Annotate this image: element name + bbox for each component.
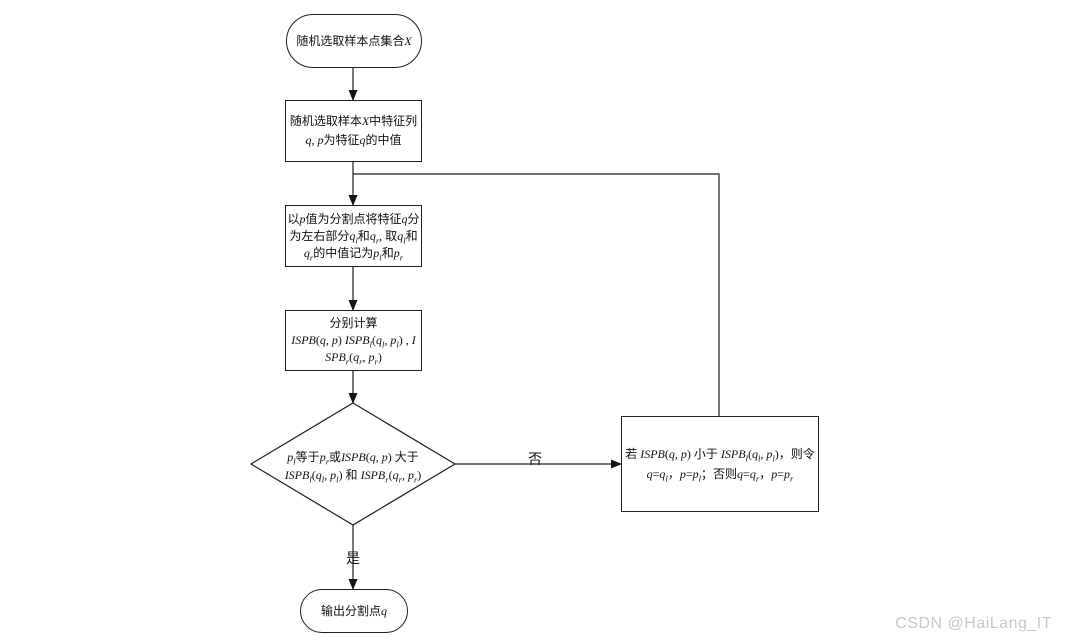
output-terminator-node: 输出分割点q — [300, 589, 408, 633]
start-terminator-node: 随机选取样本点集合X — [286, 14, 422, 68]
connector-update-feedback — [353, 173, 720, 416]
csdn-watermark: CSDN @HaiLang_IT — [895, 615, 1052, 632]
edge-label-yes: 是 — [346, 552, 360, 567]
edge-label-no: 否 — [528, 453, 542, 468]
